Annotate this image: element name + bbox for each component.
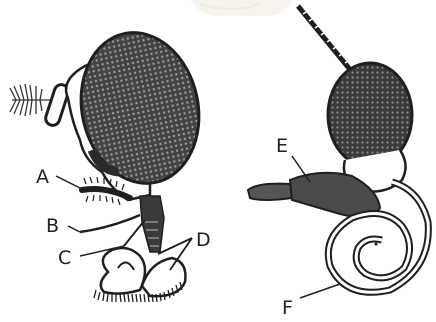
- stylet-c: [124, 220, 145, 246]
- labellum: [94, 248, 185, 302]
- label-f: F: [282, 297, 293, 319]
- label-a: A: [36, 166, 49, 188]
- label-b: B: [46, 215, 59, 237]
- segmented-antenna: [298, 6, 352, 72]
- label-e: E: [276, 135, 288, 157]
- left-head-figure: [10, 22, 213, 302]
- mandible-stylet: [80, 215, 140, 232]
- compound-eye: [67, 22, 212, 195]
- label-d: D: [196, 229, 211, 251]
- label-c: C: [58, 247, 71, 269]
- proboscis-stalk: [140, 196, 164, 252]
- watermark-ornament: [190, 0, 292, 16]
